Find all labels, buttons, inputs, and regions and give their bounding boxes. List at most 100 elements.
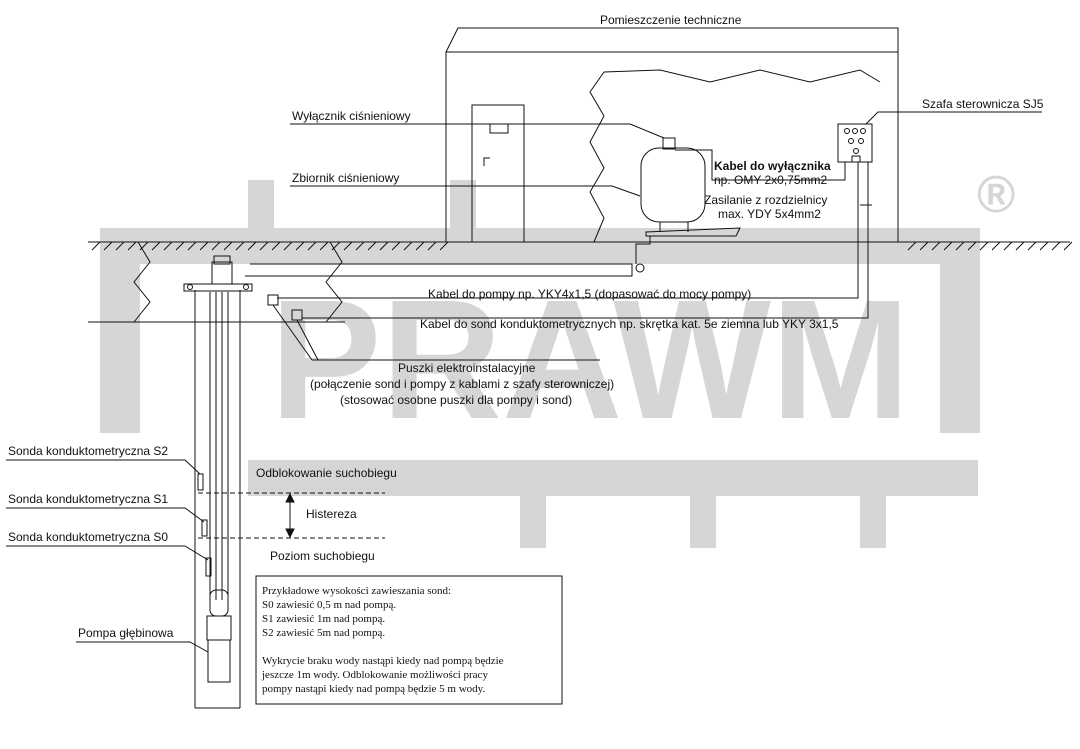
control-cabinet-leader [865, 111, 1042, 125]
well-head-fitting [211, 261, 233, 284]
hysteresis-arrow-up [285, 492, 295, 503]
cabinet-terminal [851, 155, 861, 163]
probe-cable [302, 162, 869, 319]
watermark-post-3 [520, 496, 546, 548]
probe-s2-leader [6, 459, 201, 475]
pressure-switch [662, 137, 676, 150]
junction-label-1: Puszki elektroinstalacyjne [398, 361, 536, 375]
watermark-frame-top [100, 228, 980, 264]
tank-base [645, 227, 741, 237]
ground-hatch-mark [907, 241, 917, 251]
pump-label: Pompa głębinowa [78, 626, 174, 640]
flange-bolt-1 [187, 284, 193, 290]
ground-hatch-mark [283, 241, 293, 251]
ground-hatch-mark [331, 241, 341, 251]
ground-hatch-mark [127, 241, 137, 251]
water-pipe [245, 263, 633, 277]
switch-cable-label-1: Kabel do wyłącznika [714, 159, 831, 173]
ground-hatch-mark [943, 241, 953, 251]
watermark-post-4 [690, 496, 716, 548]
ground-hatch-mark [247, 241, 257, 251]
ground-hatch-mark [223, 241, 233, 251]
ground-hatch-mark [151, 241, 161, 251]
junction-label-2: (połączenie sond i pompy z kablami z sza… [310, 377, 614, 391]
note-line: Wykrycie braku wody nastąpi kiedy nad po… [262, 655, 504, 667]
pressure-tank-leader [290, 185, 641, 197]
ground-hatch-mark [163, 241, 173, 251]
pipe-riser [635, 236, 651, 264]
ground-hatch-mark [271, 241, 281, 251]
ground-hatching [91, 241, 1073, 251]
ground-hatch-mark [175, 241, 185, 251]
dry-run-level-label: Poziom suchobiegu [270, 549, 375, 563]
hysteresis-label: Histereza [306, 507, 357, 521]
hysteresis-arrow-down [285, 528, 295, 539]
registered-mark: ® [977, 166, 1015, 224]
ground-hatch-mark [187, 241, 197, 251]
ground-hatch-mark [1003, 241, 1013, 251]
probe-s2 [197, 473, 204, 491]
switch-cable [675, 149, 846, 181]
probe-s0-label: Sonda konduktometryczna S0 [8, 530, 168, 544]
ground-hatch-mark [1027, 241, 1037, 251]
note-line: S1 zawiesić 1m nad pompą. [262, 613, 385, 625]
cabinet-lamp-6 [853, 148, 859, 154]
well-head-flange [183, 283, 253, 292]
pump-cable-label: Kabel do pompy np. YKY4x1,5 (dopasować d… [428, 287, 751, 301]
watermark-frame-left [100, 228, 140, 433]
ground-hatch-mark [919, 241, 929, 251]
probe-s1-label: Sonda konduktometryczna S1 [8, 492, 168, 506]
cabinet-lamp-3 [860, 128, 866, 134]
ground-hatch-mark [235, 241, 245, 251]
cabinet-lamp-4 [848, 138, 854, 144]
well-head-cap [213, 255, 231, 265]
pump-inlet [206, 615, 232, 641]
ground-hatch-mark [103, 241, 113, 251]
ground-hatch-mark [931, 241, 941, 251]
probe-s2-label: Sonda konduktometryczna S2 [8, 444, 168, 458]
pressure-switch-label: Wyłącznik ciśnieniowy [292, 109, 411, 123]
ground-hatch-mark [307, 241, 317, 251]
ground-hatch-mark [439, 241, 449, 251]
pressure-tank [640, 147, 706, 223]
note-line: S2 zawiesić 5m nad pompą. [262, 627, 385, 639]
pump-head [209, 589, 229, 617]
pump-cable [277, 162, 859, 299]
room-cabinet [471, 104, 525, 243]
watermark-frame-bottom [248, 460, 978, 496]
ground-hatch-mark [367, 241, 377, 251]
watermark: PRAWM ® [100, 166, 1015, 548]
control-cabinet-label: Szafa sterownicza SJ5 [922, 97, 1044, 111]
cabinet-lamp-2 [852, 128, 858, 134]
room-wall-break [589, 69, 881, 243]
note-line: Przykładowe wysokości zawieszania sond: [262, 585, 451, 597]
ground-hatch-mark [379, 241, 389, 251]
ground-hatch-mark [1051, 241, 1061, 251]
ground-hatch-mark [319, 241, 329, 251]
unblock-label: Odblokowanie suchobiegu [256, 466, 397, 480]
soil-break-right [325, 241, 343, 323]
ground-hatch-mark [1039, 241, 1049, 251]
note-line: pompy nastąpi kiedy nad pompą będzie 5 m… [262, 683, 485, 695]
ground-hatch-mark [955, 241, 965, 251]
switch-cable-label-2: np. OMY 2x0,75mm2 [714, 173, 827, 187]
ground-hatch-mark [211, 241, 221, 251]
probe-cable-label: Kabel do sond konduktometrycznych np. sk… [420, 317, 839, 331]
note-box [255, 575, 563, 705]
ground-hatch-mark [403, 241, 413, 251]
ground-hatch-mark [991, 241, 1001, 251]
labels: Pomieszczenie techniczne Wyłącznik ciśni… [8, 13, 1044, 695]
probe-s1-leader [6, 507, 205, 523]
ground-hatch-mark [295, 241, 305, 251]
cabinet-lamp-5 [858, 138, 864, 144]
ground-hatch-mark [199, 241, 209, 251]
ground-hatch-mark [979, 241, 989, 251]
ground-hatch-mark [415, 241, 425, 251]
note-text: Przykładowe wysokości zawieszania sond: … [261, 585, 504, 695]
ground-hatch-mark [427, 241, 437, 251]
pressure-switch-leader [290, 123, 665, 139]
ground-hatch-mark [967, 241, 977, 251]
ground-hatch-mark [1015, 241, 1025, 251]
pump-motor [207, 639, 231, 683]
